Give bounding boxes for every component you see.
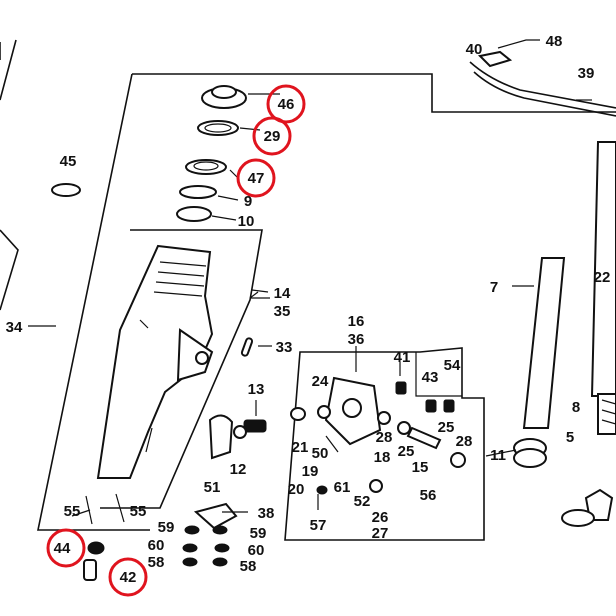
label-60b: 60 [248,542,265,559]
label-26: 26 [372,509,389,526]
label-18: 18 [374,449,391,466]
highlight-44 [46,528,86,568]
highlight-47 [236,158,276,198]
label-22: 22 [594,269,611,286]
label-60a: 60 [148,537,165,554]
label-36: 36 [348,331,365,348]
label-20: 20 [288,481,305,498]
label-16: 16 [348,313,365,330]
label-61: 61 [334,479,351,496]
label-7: 7 [490,279,498,296]
label-51: 51 [204,479,221,496]
label-14: 14 [274,285,291,302]
valve-block [290,376,466,510]
label-28a: 28 [376,429,393,446]
label-41: 41 [394,349,411,366]
label-13: 13 [248,381,265,398]
label-29: 29 [264,128,281,145]
label-33: 33 [276,339,293,356]
label-12: 12 [230,461,247,478]
highlight-46 [266,84,306,124]
label-50: 50 [312,445,329,462]
label-5: 5 [566,429,574,446]
label-28b: 28 [456,433,473,450]
label-58b: 58 [240,558,257,575]
label-25a: 25 [438,419,455,436]
label-48: 48 [546,33,563,50]
label-43: 43 [422,369,439,386]
label-55b: 55 [130,503,147,520]
label-27: 27 [372,525,389,542]
label-58a: 58 [148,554,165,571]
label-8: 8 [572,399,580,416]
label-44: 44 [54,540,71,557]
label-59a: 59 [158,519,175,536]
label-21: 21 [292,439,309,456]
label-40: 40 [466,41,483,58]
part-labels: 46 29 47 9 10 45 34 14 35 33 13 12 51 38… [6,33,611,586]
label-19: 19 [302,463,319,480]
label-25b: 25 [398,443,415,460]
label-38: 38 [258,505,275,522]
label-9: 9 [244,193,252,210]
label-24: 24 [312,373,329,390]
highlight-42 [108,557,148,597]
label-54: 54 [444,357,461,374]
label-52: 52 [354,493,371,510]
label-56: 56 [420,487,437,504]
label-11: 11 [490,447,506,464]
label-55a: 55 [64,503,81,520]
right-tubes [469,50,616,527]
leader-lines [28,39,592,517]
label-45: 45 [60,153,77,170]
label-59b: 59 [250,525,267,542]
fork-slider [96,244,270,479]
fork-top-seals [51,85,280,222]
label-34: 34 [6,319,23,336]
label-35: 35 [274,303,291,320]
label-10: 10 [238,213,255,230]
label-39: 39 [578,65,595,82]
label-47: 47 [248,170,265,187]
label-57: 57 [310,517,327,534]
panel-outlines [0,39,616,541]
label-15: 15 [412,459,429,476]
highlight-markers [46,84,306,597]
label-46: 46 [278,96,295,113]
label-42: 42 [120,569,137,586]
highlight-29 [252,116,292,156]
